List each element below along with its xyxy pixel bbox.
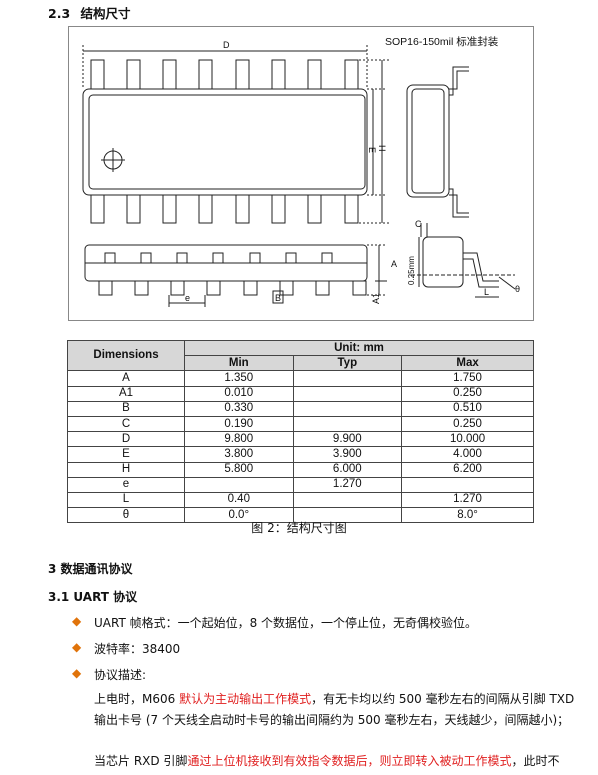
cell-min: 0.40 — [184, 491, 294, 509]
section-3-heading: 3 数据通讯协议 — [48, 562, 133, 576]
cell-typ — [292, 385, 403, 402]
cell-dim: H — [67, 461, 185, 478]
cell-typ: 1.270 — [292, 476, 403, 493]
label-A1: A1 — [371, 293, 381, 304]
label-theta: θ — [515, 284, 520, 294]
header-unit: Unit: mm — [184, 339, 534, 357]
para1-line2: 输出卡号 (7 个天线全启动时卡号的输出间隔约为 500 毫秒左右，天线越少，间… — [94, 713, 570, 727]
label-E: E — [367, 147, 377, 153]
label-gauge: 0.25mm — [407, 256, 416, 285]
section-number: 2.3 — [48, 6, 71, 21]
cell-min: 0.330 — [184, 400, 294, 417]
para1-text-a: 上电时，M606 — [94, 692, 180, 706]
table-header-row-1: Dimensions Unit: mm — [67, 339, 534, 372]
cell-typ: 9.900 — [292, 431, 403, 448]
para1-text-c: ，有无卡均以约 500 毫秒左右的间隔从引脚 TXD — [311, 692, 575, 706]
package-drawing-svg: D E H A A1 e B C L θ 0.25mm SOP16-150mil… — [82, 35, 520, 307]
pushpin-bullet-icon: ◆ — [72, 614, 82, 628]
section-3-1-heading: 3.1 UART 协议 — [48, 590, 138, 604]
cell-max: 6.200 — [401, 461, 534, 478]
cell-min: 0.0° — [184, 507, 294, 524]
para2-line1: 当芯片 RXD 引脚通过上位机接收到有效指令数据后，则立即转入被动工作模式，此时… — [94, 752, 559, 769]
cell-typ: 6.000 — [292, 461, 403, 478]
cell-max: 8.0° — [401, 507, 534, 524]
section-2-3-heading: 2.3 结构尺寸 — [48, 3, 131, 22]
label-A: A — [391, 259, 397, 269]
pushpin-bullet-icon: ◆ — [72, 640, 82, 654]
para2-text-a: 当芯片 RXD 引脚 — [94, 754, 188, 768]
pushpin-bullet-icon: ◆ — [72, 666, 82, 680]
bullet-protocol: 协议描述: — [94, 668, 147, 682]
cell-dim: D — [67, 431, 185, 448]
cell-max: 0.510 — [401, 400, 534, 417]
header-dimensions: Dimensions — [67, 339, 185, 372]
header-max: Max — [401, 355, 534, 372]
cell-typ: 3.900 — [292, 446, 403, 463]
package-drawing: D E H A A1 e B C L θ 0.25mm SOP16-150mil… — [68, 26, 534, 321]
cell-min: 0.010 — [184, 385, 294, 402]
cell-max: 1.750 — [401, 370, 534, 387]
label-B: B — [275, 293, 281, 303]
label-H: H — [377, 145, 387, 152]
cell-min: 5.800 — [184, 461, 294, 478]
cell-dim: B — [67, 400, 185, 417]
cell-min: 3.800 — [184, 446, 294, 463]
cell-dim: E — [67, 446, 185, 463]
cell-min — [184, 476, 294, 493]
cell-typ — [292, 415, 403, 433]
bullet-baud-rate: 波特率：38400 — [94, 642, 181, 656]
cell-dim: L — [67, 491, 185, 509]
para1-line1: 上电时，M606 默认为主动输出工作模式，有无卡均以约 500 毫秒左右的间隔从… — [94, 690, 574, 707]
cell-dim: θ — [67, 507, 185, 524]
cell-max: 10.000 — [401, 431, 534, 448]
cell-max: 1.270 — [401, 491, 534, 509]
bottom-pins — [90, 194, 359, 224]
table-row: e 1.270 — [67, 476, 534, 493]
cell-dim: A1 — [67, 385, 185, 402]
cell-typ — [292, 400, 403, 417]
figure-caption: 图 2：结构尺寸图 — [251, 521, 347, 535]
cell-typ — [292, 370, 403, 387]
label-L: L — [484, 287, 489, 297]
cell-dim: C — [67, 415, 185, 433]
label-e: e — [185, 293, 190, 303]
label-C: C — [415, 219, 422, 229]
top-pins — [90, 59, 359, 91]
header-typ: Typ — [292, 355, 403, 372]
package-label: SOP16-150mil 标准封装 — [385, 35, 499, 48]
cell-min: 0.190 — [184, 415, 294, 433]
section-title: 结构尺寸 — [80, 6, 131, 21]
para2-text-c: ，此时不 — [511, 754, 560, 768]
header-min: Min — [184, 355, 294, 372]
bullet-frame-format: UART 帧格式：一个起始位，8 个数据位，一个停止位，无奇偶校验位。 — [94, 616, 478, 630]
para2-highlight: 通过上位机接收到有效指令数据后，则立即转入被动工作模式 — [187, 754, 512, 768]
cell-min: 1.350 — [184, 370, 294, 387]
cell-max: 0.250 — [401, 385, 534, 402]
cell-max — [401, 476, 534, 493]
para1-highlight: 默认为主动输出工作模式 — [179, 692, 312, 706]
cell-max: 4.000 — [401, 446, 534, 463]
cell-dim: A — [67, 370, 185, 387]
cell-max: 0.250 — [401, 415, 534, 433]
label-D: D — [223, 40, 230, 50]
cell-dim: e — [67, 476, 185, 493]
cell-min: 9.800 — [184, 431, 294, 448]
cell-typ — [292, 491, 403, 509]
